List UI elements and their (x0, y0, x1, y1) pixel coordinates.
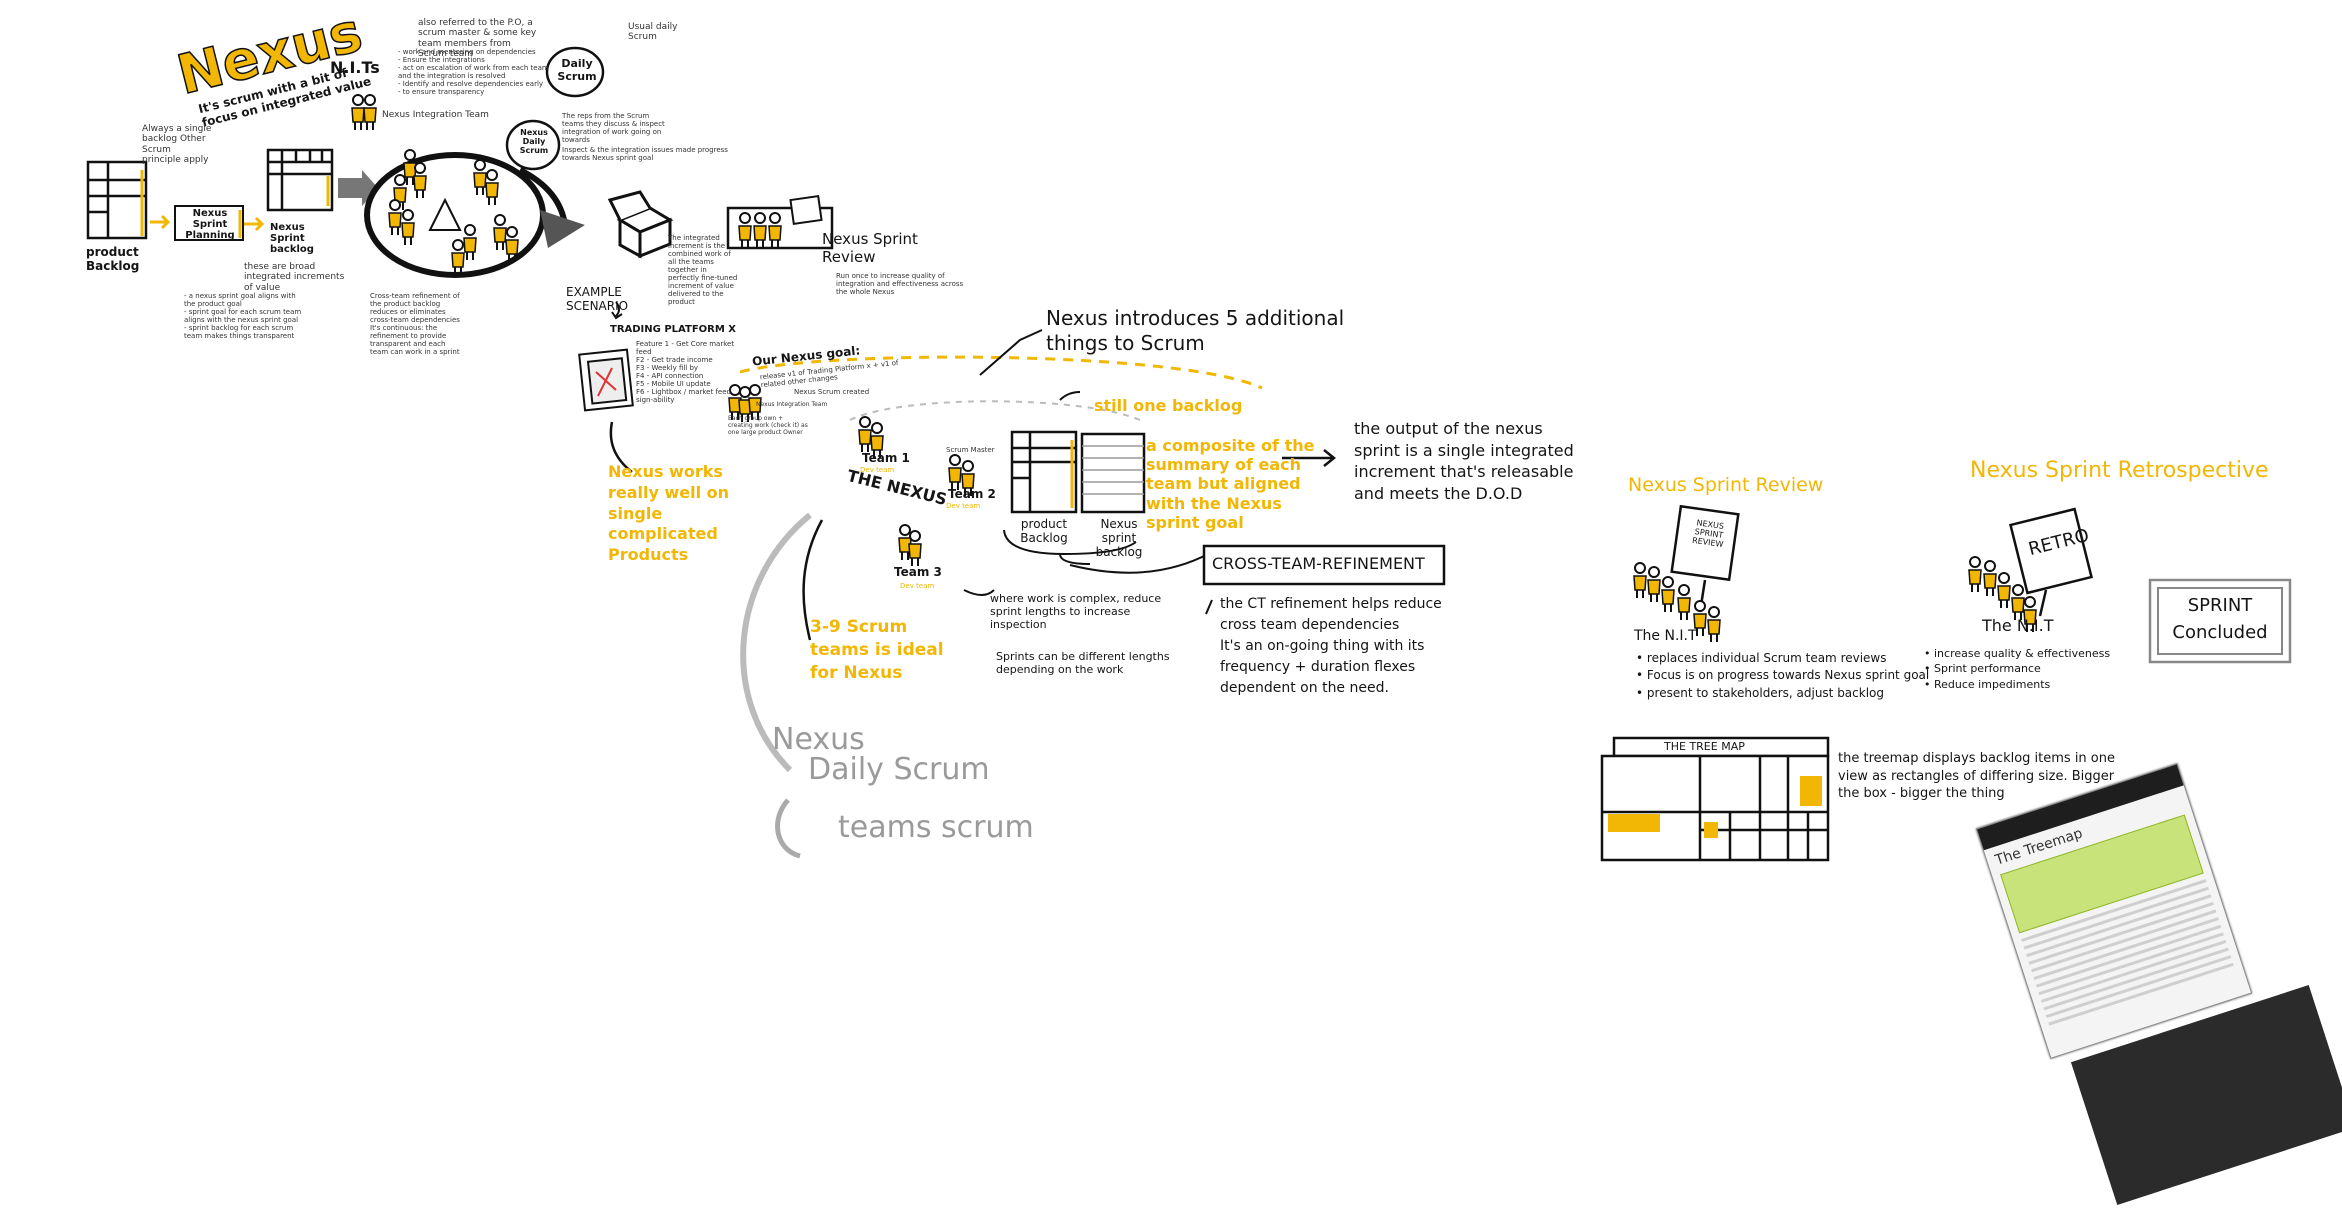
sprint-backlog-board-icon (266, 148, 334, 212)
review-bullets: replaces individual Scrum team reviews F… (1636, 650, 1936, 702)
nexus-created-note: Nexus Scrum created (794, 388, 870, 396)
nexus-goal-caption: Nexus Integration Team (756, 401, 828, 408)
daily-scrum-bubble: Daily Scrum (557, 57, 597, 83)
nits-label: N.I.Ts (330, 58, 380, 77)
center-product-backlog-label: product Backlog (1020, 517, 1068, 545)
retro-bullet: increase quality & effectiveness (1924, 646, 2154, 661)
daily-scrum-note: Usual daily Scrum (628, 22, 678, 43)
output-note: the output of the nexus sprint is a sing… (1354, 419, 1574, 503)
sprint-backlog-label: Nexus Sprint backlog (270, 222, 314, 255)
ideal-teams-note: 3-9 Scrum teams is ideal for Nexus (810, 617, 944, 683)
five-things-note: Nexus introduces 5 additional things to … (1046, 306, 1345, 355)
review-bullet: Focus is on progress towards Nexus sprin… (1636, 667, 1936, 684)
review-title: Nexus Sprint Review (1628, 474, 1824, 496)
sprint-planning-label: Nexus Sprint Planning (185, 208, 235, 241)
team3-sub: Dev team (900, 582, 935, 590)
nexus-daily-scrum-note1: The reps from the Scrum teams they discu… (562, 112, 665, 145)
center-product-backlog-icon (1010, 430, 1078, 514)
treemap-sketch (1600, 736, 1830, 862)
team2-sub: Dev team (946, 502, 981, 510)
team3-label: Team 3 (894, 565, 942, 579)
review-nit-label: The N.I.T (1634, 628, 1697, 644)
retro-bullet: Reduce impediments (1924, 677, 2154, 692)
complex-work-note: where work is complex, reduce sprint len… (990, 592, 1162, 631)
retro-sign-icon (2008, 507, 2094, 617)
ctr-label: CROSS-TEAM-REFINEMENT (1212, 554, 1425, 573)
review-bullet: replaces individual Scrum team reviews (1636, 650, 1936, 667)
increment-box-icon (607, 190, 674, 259)
product-backlog-note: Always a single backlog Other Scrum prin… (142, 124, 212, 166)
still-one-backlog-note: still one backlog (1094, 396, 1243, 415)
sprint-review-label: Nexus Sprint Review (822, 230, 918, 266)
different-lengths-note: Sprints can be different lengths dependi… (996, 650, 1170, 676)
nits-caption: Nexus Integration Team (382, 110, 489, 120)
works-well-note: Nexus works really well on single compli… (608, 462, 730, 565)
team-note: Each group own + creating work (check it… (728, 415, 808, 436)
trading-platform-document-icon (578, 348, 634, 412)
trading-platform-label: TRADING PLATFORM X (610, 324, 737, 335)
sprint-backlog-note: these are broad integrated increments of… (244, 262, 345, 293)
example-scenario-label: EXAMPLE SCENARIO (566, 285, 629, 313)
scrum-master-label: Scrum Master (946, 446, 995, 454)
treemap-title: THE TREE MAP (1664, 740, 1745, 753)
composite-note: a composite of the summary of each team … (1146, 436, 1315, 532)
cross-refinement-note: Cross-team refinement of the product bac… (370, 292, 460, 357)
team1-sub: Dev team (860, 466, 895, 474)
trading-features: Feature 1 - Get Core market feed F2 - Ge… (636, 340, 735, 405)
sprint-review-note: Run once to increase quality of integrat… (836, 272, 964, 297)
review-bullet: present to stakeholders, adjust backlog (1636, 685, 1936, 702)
retro-title: Nexus Sprint Retrospective (1970, 458, 2269, 483)
grey-note-teams-scrum: teams scrum (838, 810, 1034, 845)
nexus-daily-scrum-bubble: Nexus Daily Scrum (519, 128, 549, 156)
center-sprint-backlog-label: Nexus sprint backlog (1095, 517, 1143, 559)
retro-nit-label: The N.I.T (1982, 616, 2054, 635)
treemap-note: the treemap displays backlog items in on… (1838, 751, 2115, 802)
retro-bullet: Sprint performance (1924, 661, 2154, 676)
team1-label: Team 1 (862, 451, 910, 465)
grey-note-daily-scrum: Daily Scrum (808, 752, 990, 787)
product-backlog-board-icon (86, 160, 148, 240)
nexus-daily-scrum-note2: Inspect & the integration issues made pr… (562, 146, 728, 163)
product-backlog-label: product Backlog (86, 245, 140, 273)
team2-label: Team 2 (948, 487, 996, 501)
grey-note-nexus: Nexus (772, 722, 865, 757)
nits-list: - work and mentoring on dependencies - E… (398, 48, 549, 97)
nits-notes: also referred to the P.O, a scrum master… (418, 18, 537, 60)
planning-notes: - a nexus sprint goal aligns with the pr… (184, 292, 302, 341)
increment-note: The integrated increment is the combined… (668, 234, 738, 307)
retro-bullets: increase quality & effectiveness Sprint … (1924, 646, 2154, 692)
center-sprint-backlog-icon (1080, 432, 1146, 514)
ctr-text: the CT refinement helps reduce cross tea… (1220, 596, 1442, 696)
sprint-concluded-label: SPRINT Concluded (2172, 595, 2268, 643)
